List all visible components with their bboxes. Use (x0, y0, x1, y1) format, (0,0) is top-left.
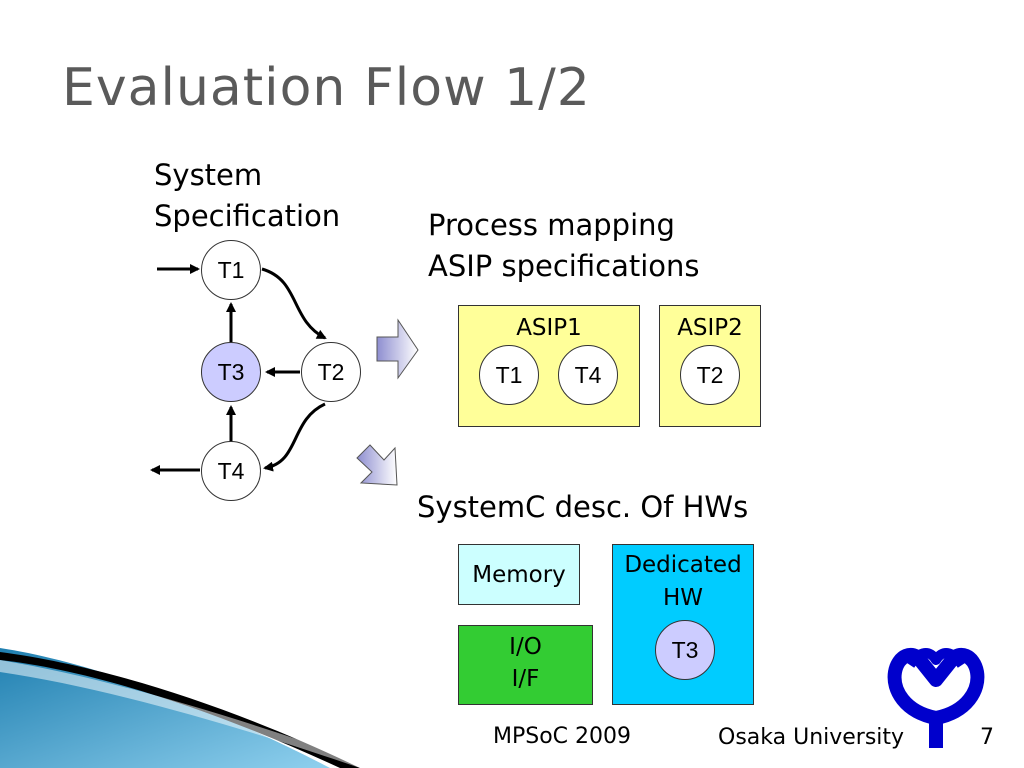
dedicated-hw-task-t3: T3 (655, 620, 715, 680)
edge-t1-t2 (261, 267, 327, 340)
task-node-t3: T3 (201, 342, 261, 402)
task-node-t4: T4 (201, 441, 261, 501)
task-node-t1: T1 (201, 240, 261, 300)
io-box: I/O I/F (458, 625, 593, 705)
osaka-university-logo-icon (887, 647, 985, 748)
dedicated-hw-label-line1: Dedicated (624, 552, 742, 578)
io-label-line2: I/F (511, 666, 540, 692)
asip1-task-t1: T1 (479, 345, 539, 405)
dedicated-hw-label-line2: HW (662, 585, 704, 611)
edge-t2-t4 (263, 402, 326, 472)
system-spec-label-line2: Specification (154, 199, 341, 233)
io-label-line1: I/O (509, 634, 542, 660)
memory-box: Memory (458, 544, 580, 605)
asip-spec-label: ASIP specifications (428, 249, 700, 283)
systemc-label: SystemC desc. Of HWs (417, 490, 749, 524)
footer-conference: MPSoC 2009 (493, 724, 632, 749)
memory-label: Memory (472, 561, 566, 588)
system-spec-label-line1: System (154, 158, 263, 192)
asip1-label: ASIP1 (516, 315, 582, 341)
page-number: 7 (980, 725, 994, 750)
asip2-label: ASIP2 (677, 315, 743, 341)
footer-university: Osaka University (718, 725, 905, 750)
decorative-swoosh (0, 648, 380, 768)
task-graph-edges (150, 264, 327, 475)
process-mapping-label: Process mapping (428, 208, 675, 242)
asip1-task-t4: T4 (558, 345, 618, 405)
flow-arrow-down-right-icon (356, 444, 398, 486)
task-node-t2: T2 (301, 342, 361, 402)
flow-arrow-right-icon (376, 318, 419, 380)
slide-title: Evaluation Flow 1/2 (62, 58, 591, 118)
asip2-task-t2: T2 (680, 345, 740, 405)
